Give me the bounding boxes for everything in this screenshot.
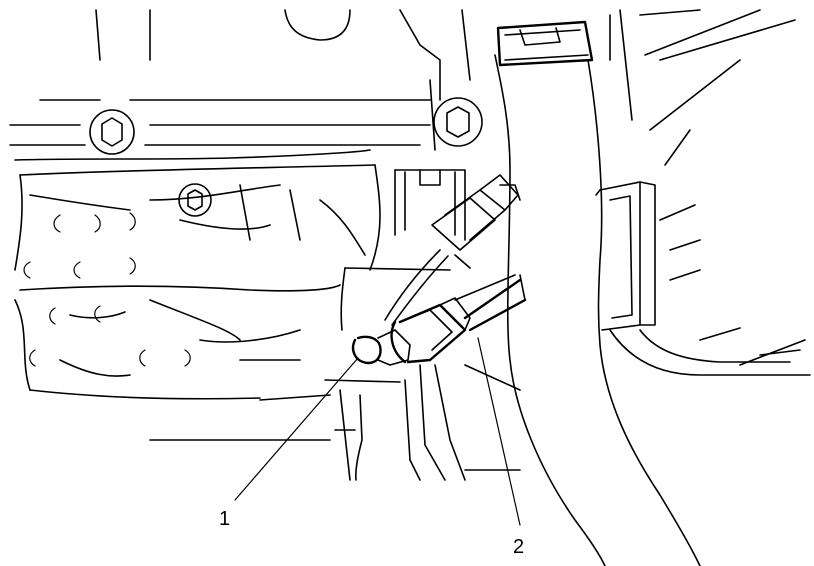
callout-label-1: 1 bbox=[219, 508, 231, 530]
sensor bbox=[351, 320, 411, 366]
leader-line-2 bbox=[477, 337, 521, 526]
hose bbox=[494, 20, 701, 566]
callout-label-2: 2 bbox=[513, 536, 525, 558]
leader-line-1 bbox=[234, 357, 359, 501]
sensor-connector bbox=[398, 274, 527, 364]
bolt-left bbox=[89, 109, 135, 155]
bracket bbox=[340, 169, 466, 331]
lower-structure bbox=[324, 364, 521, 481]
connector-upper bbox=[384, 174, 521, 326]
transmission-case bbox=[9, 9, 471, 441]
body-panel bbox=[609, 9, 811, 376]
bolt-center bbox=[178, 183, 212, 217]
bolt-right bbox=[433, 97, 483, 147]
